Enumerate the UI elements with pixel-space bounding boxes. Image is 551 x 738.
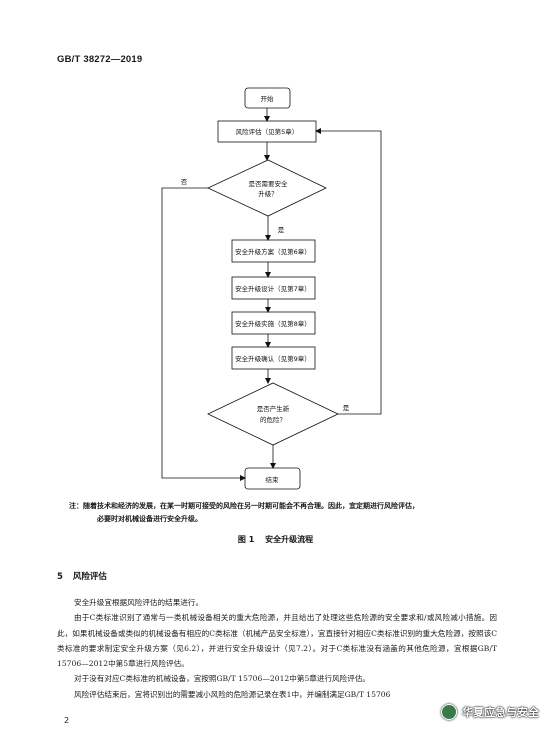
body-text: 安全升级宜根据风险评估的结果进行。 由于C类标准识别了通常与一类机械设备相关的重… bbox=[57, 595, 497, 702]
figure-note: 注：随着技术和经济的发展，在某一时期可接受的风险在另一时期可能会不再合理。因此，… bbox=[69, 499, 499, 525]
risk-assessment-label: 风险评估（见第5章） bbox=[236, 127, 299, 136]
arrow-decision-no-to-end bbox=[161, 187, 246, 481]
yes-loop-label: 是 bbox=[343, 404, 350, 412]
safety-upgrade-flowchart: 开始 风险评估（见第5章） 是否需要安全 升级？ 否 是 安全升级方案（见第6章… bbox=[161, 87, 382, 490]
standard-code: GB/T 38272—2019 bbox=[57, 54, 143, 65]
paragraph-1: 安全升级宜根据风险评估的结果进行。 bbox=[74, 598, 204, 607]
figure-caption: 图 1 安全升级流程 bbox=[0, 534, 551, 545]
watermark-logo-icon bbox=[441, 704, 457, 720]
confirm-label: 安全升级确认（见第9章） bbox=[235, 354, 311, 363]
decision-upgrade-label-1: 是否需要安全 bbox=[249, 179, 289, 188]
implement-box bbox=[231, 311, 316, 335]
decision-upgrade-diamond bbox=[207, 159, 327, 217]
section-title-text: 风险评估 bbox=[72, 572, 107, 582]
page-number: 2 bbox=[64, 716, 70, 725]
yes-label: 是 bbox=[278, 226, 285, 234]
plan-label: 安全升级方案（见第6章） bbox=[235, 247, 311, 256]
watermark-text: 华夏应急与安全 bbox=[462, 706, 539, 719]
design-label: 安全升级设计（见第7章） bbox=[235, 284, 311, 293]
confirm-box bbox=[231, 346, 316, 370]
implement-label: 安全升级实施（见第8章） bbox=[235, 319, 311, 328]
end-label: 结束 bbox=[266, 475, 280, 484]
decision-upgrade-label-2: 升级？ bbox=[258, 189, 278, 198]
decision-new-label-1: 是否产生新 bbox=[257, 404, 290, 413]
watermark: 华夏应急与安全 bbox=[441, 704, 539, 720]
plan-box bbox=[231, 239, 316, 263]
decision-new-label-2: 的危险？ bbox=[260, 415, 286, 424]
start-node bbox=[244, 87, 291, 109]
start-label: 开始 bbox=[261, 94, 275, 103]
decision-new-hazard-diamond bbox=[207, 382, 339, 446]
paragraph-2: 由于C类标准识别了通常与一类机械设备相关的重大危险源，并且给出了处理这些危险源的… bbox=[57, 613, 497, 669]
design-box bbox=[231, 276, 316, 300]
note-line-2: 必要时对机械设备进行安全升级。 bbox=[97, 514, 202, 523]
arrow-decision2-yes-loop bbox=[315, 128, 382, 415]
figure-number: 图 1 bbox=[237, 535, 255, 544]
section-heading: 5 风险评估 bbox=[57, 570, 107, 582]
section-number: 5 bbox=[57, 572, 63, 582]
paragraph-3: 对于没有对应C类标准的机械设备，宜按照GB/T 15706—2012中第5章进行… bbox=[74, 674, 371, 684]
no-label: 否 bbox=[181, 178, 188, 186]
paragraph-4: 风险评估结束后，宜将识别出的需要减小风险的危险源记录在表1中，并编制满足GB/T… bbox=[74, 689, 391, 699]
figure-title: 安全升级流程 bbox=[265, 535, 314, 544]
note-line-1: 注：随着技术和经济的发展，在某一时期可接受的风险在另一时期可能会不再合理。因此，… bbox=[69, 501, 419, 510]
